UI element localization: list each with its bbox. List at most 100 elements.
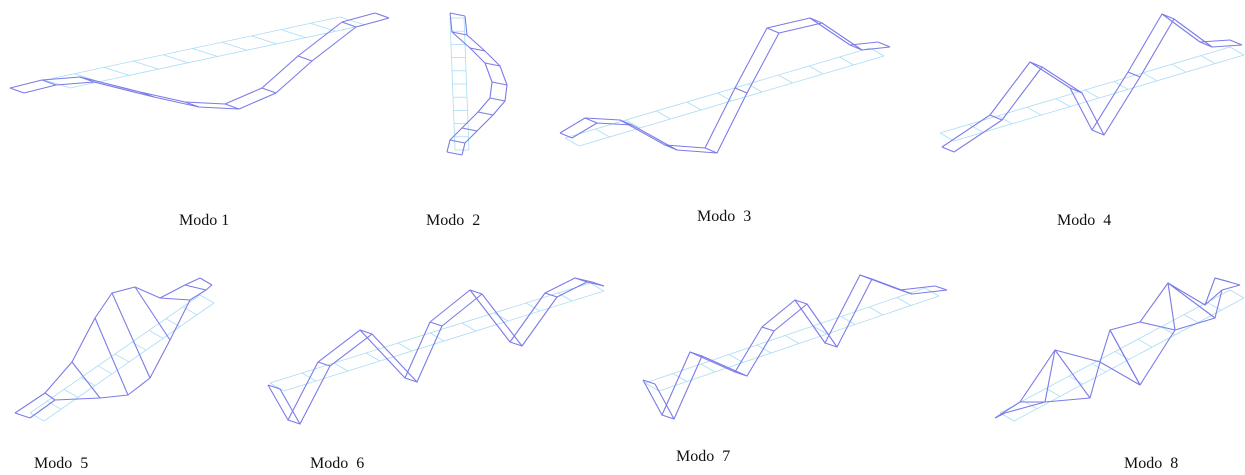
mode-shape-edge (994, 277, 1231, 419)
reference-tick (557, 292, 573, 302)
reference-tick (114, 353, 130, 363)
mode-shape-member (404, 377, 418, 383)
mode-shape-edge (14, 277, 201, 414)
reference-tick (1183, 314, 1199, 323)
mode-2-label: Modo 2 (426, 212, 481, 229)
reference-tick (1171, 63, 1187, 73)
mode-shape-member (341, 21, 357, 28)
reference-tick (280, 29, 307, 38)
reference-tick (1113, 81, 1129, 90)
mode-shape-member (1054, 349, 1091, 399)
mode-shape-member (591, 281, 605, 287)
mode-shape-member (489, 97, 506, 102)
reference-tick (1068, 375, 1084, 385)
mode-shape-member (544, 292, 558, 298)
reference-tick (133, 60, 159, 70)
mode-4-label: Modo 4 (1057, 212, 1112, 229)
reference-tick (686, 101, 702, 111)
mode-1-panel (9, 12, 390, 110)
mode-shape-edge (23, 17, 390, 110)
mode-3-label: Modo 3 (697, 208, 752, 225)
mode-shape-member (451, 31, 468, 36)
mode-shape-member (1091, 129, 1105, 136)
mode-shape-member (661, 414, 675, 420)
mode-5-label: Modo 5 (34, 455, 89, 472)
reference-tick (672, 373, 688, 382)
mode-shape-member (1214, 277, 1241, 286)
reference-tick (333, 362, 349, 372)
reference-tick (625, 119, 641, 129)
mode-shape-member (297, 55, 313, 62)
reference-tick (656, 110, 671, 120)
mode-shape-member (477, 111, 494, 116)
mode-shape-member (1044, 349, 1056, 403)
mode-shape-edge (654, 278, 948, 420)
mode-6-panel (267, 277, 605, 425)
reference-tick (365, 352, 381, 362)
mode-shape-member (1199, 41, 1213, 48)
mode-shape-member (941, 146, 955, 153)
mode-shape-member (449, 12, 466, 17)
mode-shape-member (989, 114, 1003, 121)
reference-tick (199, 294, 215, 304)
mode-shape-member (94, 317, 129, 396)
reference-tick (221, 41, 248, 51)
mode-shape-member (994, 412, 1006, 419)
mode-shape-edge (267, 277, 593, 421)
reference-tick (251, 35, 277, 45)
reference-tick (840, 316, 856, 325)
reference-tick (269, 382, 285, 392)
mode-shape-member (139, 91, 155, 98)
reference-tick (1200, 55, 1216, 64)
mode-6-label: Modo 6 (310, 455, 365, 472)
mode-shape-member (9, 87, 25, 94)
mode-5-panel (14, 277, 215, 422)
mode-shape-edge (446, 12, 493, 153)
mode-shape-member (877, 41, 891, 48)
mode-shape-member (642, 379, 656, 385)
mode-shape-member (224, 103, 240, 110)
reference-tick (46, 400, 62, 410)
mode-shape-edge (559, 17, 879, 149)
mode-shape-member (184, 284, 207, 291)
mode-shape-member (734, 87, 748, 94)
mode-shape-member (664, 144, 678, 151)
reference-tick (162, 54, 189, 64)
mode-shape-edge (461, 15, 508, 156)
mode-shape-edge (279, 281, 605, 425)
mode-shape-member (619, 119, 633, 126)
mode-shape-member (199, 277, 213, 286)
mode-shape-edge (941, 13, 1231, 148)
mode-1-label: Modo 1 (179, 212, 230, 229)
reference-tick (839, 56, 854, 66)
reference-tick (896, 297, 912, 306)
mode-shape-member (849, 44, 863, 51)
reference-tick (461, 322, 477, 332)
mode-7-label: Modo 7 (676, 448, 731, 465)
mode-shape-member (809, 17, 823, 24)
reference-tick (968, 124, 984, 133)
mode-shape-member (689, 351, 703, 357)
reference-tick (1055, 98, 1071, 107)
reference-tick (29, 412, 45, 422)
mode-8-label: Modo 8 (1124, 455, 1179, 472)
mode-shape-member (159, 297, 191, 301)
reference-tick (103, 67, 130, 76)
reference-tick (1137, 338, 1153, 348)
mode-shape-member (1069, 87, 1083, 94)
mode-shape-member (1167, 282, 1216, 319)
mode-shape-member (1167, 282, 1176, 331)
mode-shape-member (79, 76, 95, 83)
reference-tick (939, 132, 955, 142)
mode-shape-member (1139, 321, 1176, 331)
mode-shape-member (134, 286, 171, 341)
mode-shape-member (184, 101, 200, 108)
mode-shape-member (359, 329, 373, 335)
mode-shape-member (559, 132, 573, 139)
reference-tick (644, 382, 660, 392)
mode-shape-member (824, 342, 838, 348)
mode-3-panel (559, 17, 891, 154)
reference-tick (1142, 72, 1158, 82)
mode-shape-member (71, 361, 101, 399)
mode-shape-member (484, 62, 501, 67)
